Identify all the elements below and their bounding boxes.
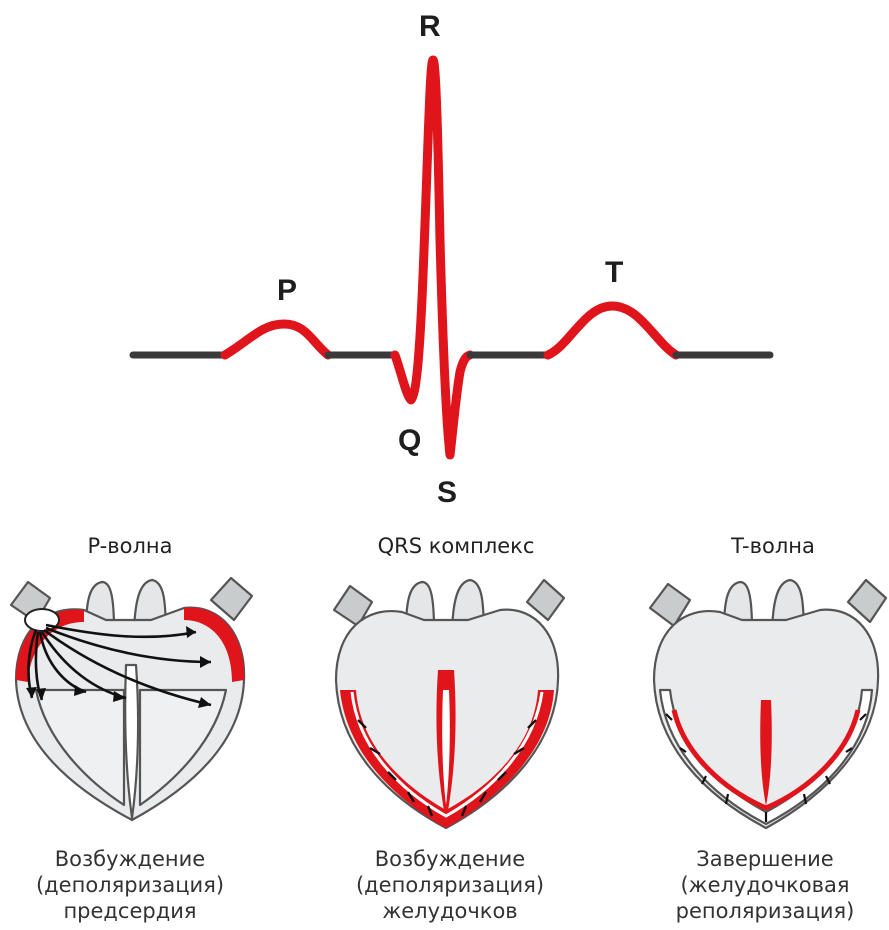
ecg-trace (0, 0, 889, 500)
caption-t-wave: Завершение (желудочковая реполяризация) (615, 846, 889, 924)
label-t: T (605, 258, 623, 288)
caption-line: предсердия (0, 898, 280, 924)
caption-line: Возбуждение (300, 846, 600, 872)
caption-line: Возбуждение (0, 846, 280, 872)
label-q: Q (398, 426, 421, 456)
caption-line: (деполяризация) (300, 872, 600, 898)
label-p: P (277, 276, 297, 306)
caption-p-wave: Возбуждение (деполяризация) предсердия (0, 846, 280, 924)
ecg-t-wave (548, 306, 676, 355)
vessel-right (848, 580, 886, 622)
caption-qrs: Возбуждение (деполяризация) желудочков (300, 846, 600, 924)
panel-title-t-wave: T-волна (633, 536, 889, 557)
ecg-qrs-complex (395, 60, 470, 455)
caption-line: реполяризация) (615, 898, 889, 924)
ecg-p-wave (225, 324, 328, 355)
label-r: R (419, 12, 441, 42)
heart-ventricular-repolarization (640, 570, 889, 840)
caption-line: Завершение (615, 846, 889, 872)
panel-title-p-wave: P-волна (0, 536, 270, 557)
panel-title-qrs: QRS комплекс (316, 536, 596, 557)
caption-line: (желудочковая (615, 872, 889, 898)
heart-atrial-depolarization (6, 570, 256, 840)
heart-ventricular-depolarization (322, 570, 572, 840)
label-s: S (437, 478, 457, 508)
caption-line: (деполяризация) (0, 872, 280, 898)
caption-line: желудочков (300, 898, 600, 924)
vessel-right (527, 580, 564, 620)
vessel-right (211, 578, 252, 620)
